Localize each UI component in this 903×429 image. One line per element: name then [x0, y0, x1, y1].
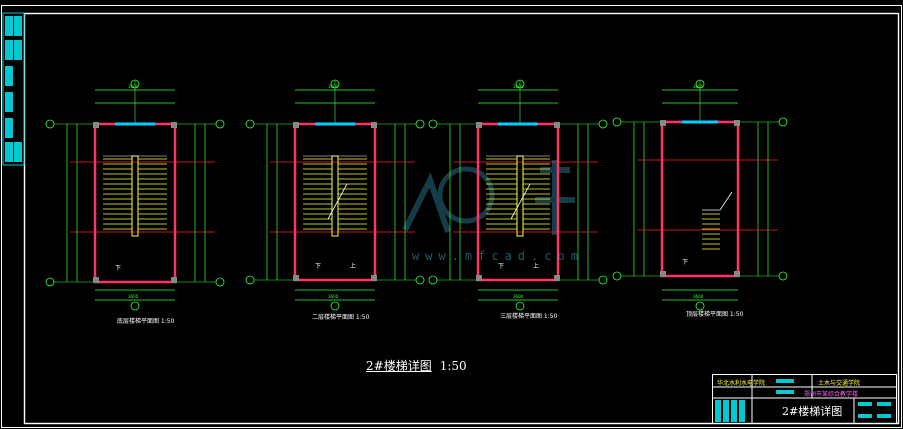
axis-bubble-bottom [695, 301, 705, 311]
axis-bubble-top [330, 79, 340, 89]
axis-bubble-side [612, 271, 622, 281]
column-bl [93, 277, 99, 283]
axis-bubble-side [245, 119, 255, 129]
bottom-dim-text: 3600 [693, 294, 704, 299]
stair-walls [293, 122, 377, 282]
axis-bubble-side [45, 277, 55, 287]
axis-bubble-side [428, 119, 438, 129]
stair-down-label: 下 [115, 265, 121, 272]
axis-bubble-side [428, 275, 438, 285]
column-tr [734, 120, 740, 126]
top-dim-text: 3600 [328, 84, 339, 89]
axis-bubble-bottom [330, 301, 340, 311]
column-bl [660, 271, 666, 277]
column-br [734, 271, 740, 277]
axis-bubble-side [415, 275, 425, 285]
stair-plan-4: 下 3600 3600 [612, 79, 788, 311]
inner-frame [23, 12, 900, 425]
column-tl [93, 122, 99, 128]
stair-down-label: 下 [682, 259, 688, 266]
plan-label-2: 二层楼梯平面图 1:50 [312, 314, 370, 321]
bottom-dim-text: 3600 [328, 294, 339, 299]
plan-label-1: 底层楼梯平面图 1:50 [117, 318, 175, 325]
column-tr [171, 122, 177, 128]
top-dim-text: 3600 [513, 84, 524, 89]
column-br [171, 277, 177, 283]
column-br [371, 275, 377, 281]
axis-bubble-side [778, 117, 788, 127]
column-bl [476, 275, 482, 281]
stair-well [331, 155, 339, 237]
title-block-dept: 土木与交通学院 [818, 380, 861, 387]
column-bl [293, 275, 299, 281]
top-dim-text: 3600 [128, 84, 139, 89]
stair-plan-2: 下 上 3600 3600 [245, 79, 425, 311]
stair-walls [93, 122, 177, 284]
stair-down-label: 下 [498, 263, 504, 270]
title-block-school: 华北水利水电学院 [717, 380, 766, 387]
axis-bubble-bottom [130, 301, 140, 311]
title-block-drawing-name: 2#楼梯详图 [782, 405, 843, 418]
bottom-dim-text: 3600 [128, 294, 139, 299]
stair-down-label: 下 [315, 263, 321, 270]
drawing-main-title: 2#楼梯详图 1:50 [366, 357, 467, 374]
axis-bubble-top [695, 79, 705, 89]
stair-walls [660, 120, 740, 278]
column-tr [371, 122, 377, 128]
plan-label-3: 三层楼梯平面图 1:50 [500, 313, 558, 320]
axis-bubble-side [598, 275, 608, 285]
break-line [327, 183, 348, 220]
title-block-project: 郑州市某综合教学楼 [804, 391, 859, 398]
axis-bubble-side [245, 275, 255, 285]
column-tl [660, 120, 666, 126]
column-br [554, 275, 560, 281]
stair-well [516, 155, 524, 237]
column-tl [476, 122, 482, 128]
axis-bubble-side [215, 119, 225, 129]
axis-bubble-bottom [515, 301, 525, 311]
stair-up-label: 上 [533, 262, 539, 270]
stair-up-label: 上 [350, 262, 356, 270]
plan-label-4: 顶层楼梯平面图 1:50 [686, 311, 744, 318]
title-block [712, 374, 897, 424]
axis-bubble-side [778, 271, 788, 281]
axis-bubble-side [598, 119, 608, 129]
bottom-dim-text: 3600 [513, 294, 524, 299]
axis-bubble-top [130, 79, 140, 89]
axis-bubble-side [612, 117, 622, 127]
axis-bubble-side [45, 119, 55, 129]
main-title-scale: 1:50 [439, 359, 467, 373]
main-title-text: 2#楼梯详图 [366, 359, 432, 373]
binding-strip [2, 12, 25, 166]
axis-bubble-side [415, 119, 425, 129]
watermark-logo [402, 160, 575, 235]
break-line [510, 183, 531, 220]
handrail [702, 191, 733, 211]
column-tr [554, 122, 560, 128]
axis-bubble-top [515, 79, 525, 89]
column-tl [293, 122, 299, 128]
stair-plan-3: 下 上 3600 3600 [428, 79, 608, 311]
axis-bubble-side [215, 277, 225, 287]
stair-plan-1: 下 3600 3600 [45, 79, 225, 311]
watermark-text: www.mfcad.com [412, 249, 584, 263]
top-dim-text: 3600 [693, 84, 704, 89]
outer-frame [1, 5, 902, 428]
stair-well [131, 155, 139, 237]
